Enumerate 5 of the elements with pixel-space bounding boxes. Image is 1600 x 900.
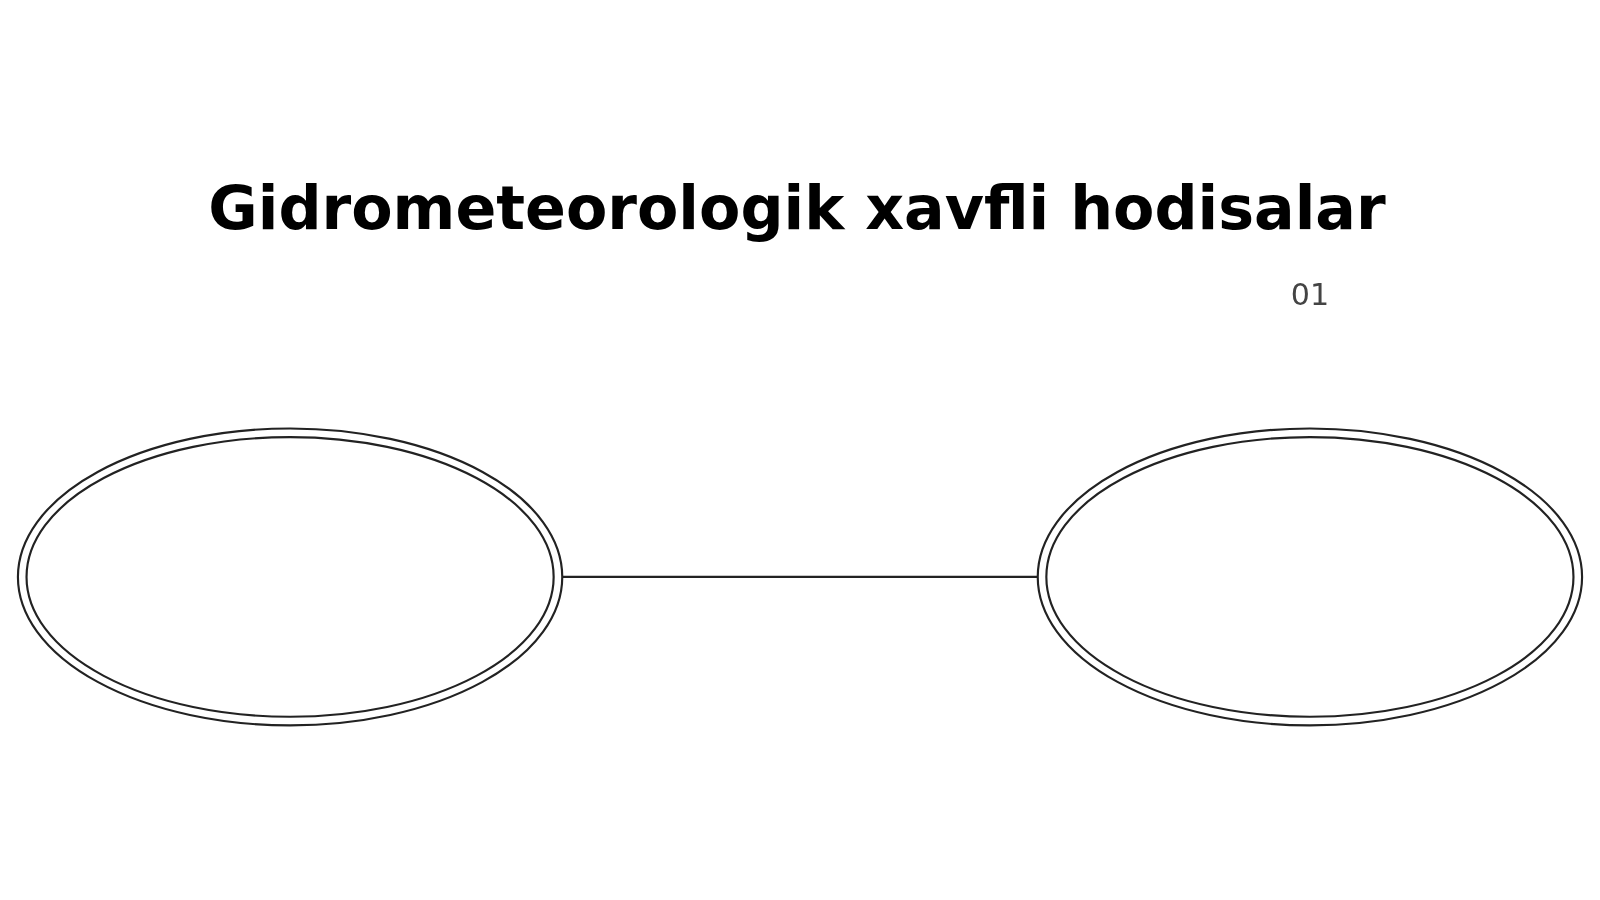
label: 01	[1290, 277, 1330, 313]
node-ellipse	[1036, 427, 1584, 727]
node-ellipse	[16, 427, 564, 727]
diagram-title: Gidrometeorologik xavfli hodisalar	[208, 173, 1386, 244]
connector	[562, 575, 1038, 578]
